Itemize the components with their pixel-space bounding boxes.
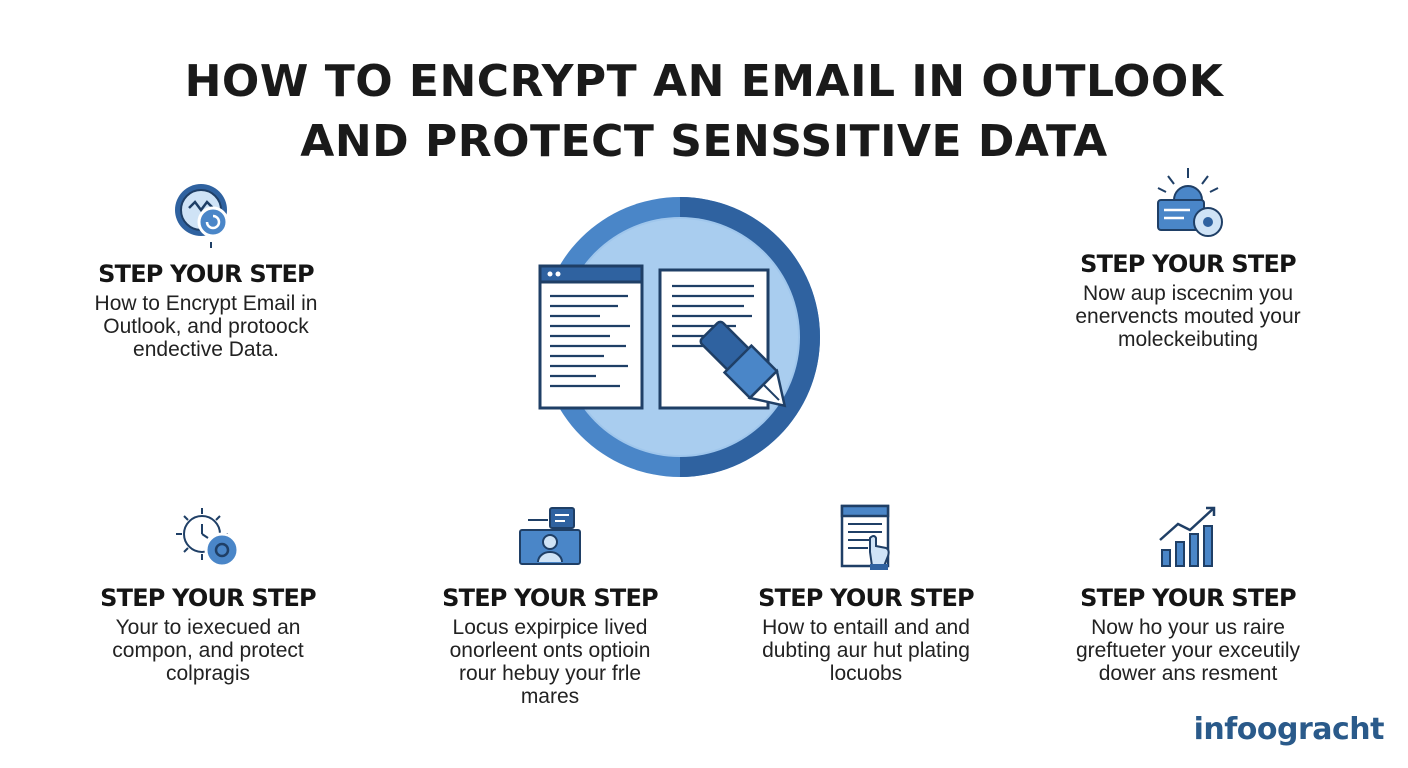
brand-logo: infoogracht <box>1193 712 1385 747</box>
step-heading: STEP YOUR STEP <box>442 584 658 612</box>
gear-settings-icon <box>176 508 240 568</box>
security-refresh-icon <box>175 184 229 248</box>
step-description: Now aup iscecnim you enervencts mouted y… <box>1075 282 1301 351</box>
step-card-6: STEP YOUR STEP Now ho your us raire gref… <box>1048 500 1328 685</box>
step-description: How to Encrypt Email in Outlook, and pro… <box>94 292 318 361</box>
user-message-icon <box>519 507 581 565</box>
step-card-1: STEP YOUR STEP How to Encrypt Email in O… <box>66 182 346 361</box>
email-document-signing-icon <box>538 197 820 477</box>
growth-chart-icon <box>1159 506 1216 567</box>
step-heading: STEP YOUR STEP <box>758 584 974 612</box>
computer-sync-icon <box>1157 168 1223 237</box>
step-description: Locus expirpice lived onorleent onts opt… <box>449 616 651 708</box>
step-heading: STEP YOUR STEP <box>1080 250 1296 278</box>
step-heading: STEP YOUR STEP <box>1080 584 1296 612</box>
step-card-3: STEP YOUR STEP Your to iexecued an compo… <box>68 500 348 685</box>
step-card-5: STEP YOUR STEP How to entaill and and du… <box>726 500 1006 685</box>
title-line-1: HOW TO ENCRYPT AN EMAIL IN OUTLOOK <box>184 56 1224 107</box>
step-card-4: STEP YOUR STEP Locus expirpice lived ono… <box>410 500 690 708</box>
step-card-2: STEP YOUR STEP Now aup iscecnim you ener… <box>1048 164 1328 351</box>
title-line-2: AND PROTECT SENSSITIVE DATA <box>300 116 1108 167</box>
step-description: Your to iexecued an compon, and protect … <box>112 616 304 685</box>
page-title: HOW TO ENCRYPT AN EMAIL IN OUTLOOK AND P… <box>0 52 1408 172</box>
step-description: How to entaill and and dubting aur hut p… <box>762 616 970 685</box>
step-heading: STEP YOUR STEP <box>98 260 314 288</box>
step-description: Now ho your us raire greftueter your exc… <box>1075 616 1301 685</box>
step-heading: STEP YOUR STEP <box>100 584 316 612</box>
document-hand-icon <box>840 504 890 570</box>
